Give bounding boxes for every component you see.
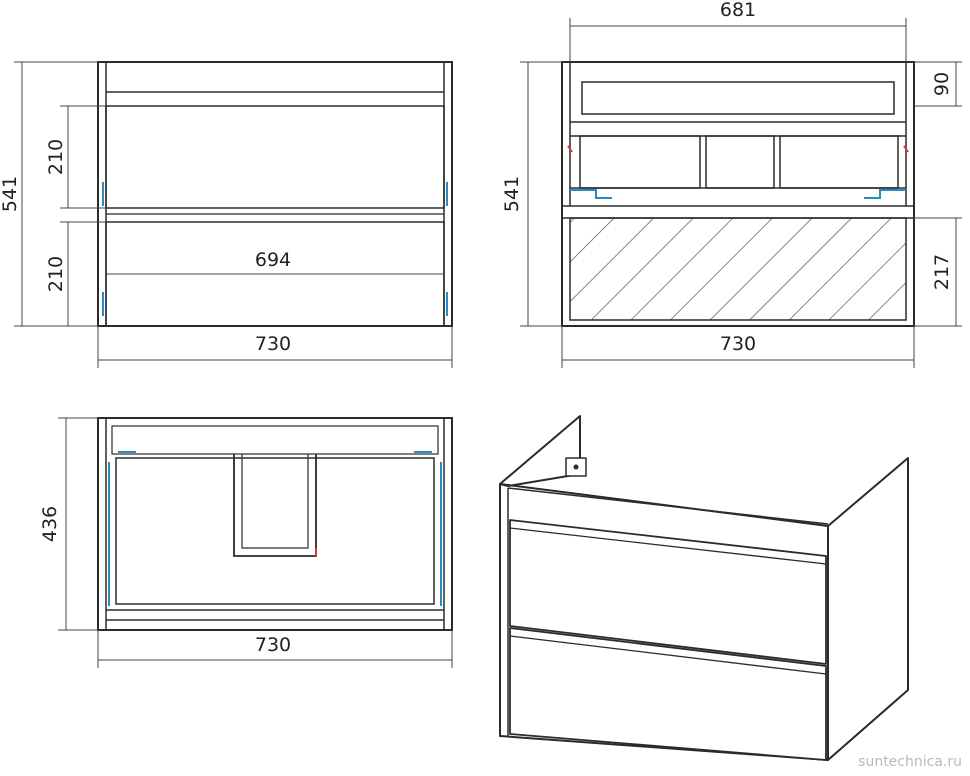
- front-outline: [97, 61, 453, 327]
- back-top-width-label: 681: [720, 0, 756, 21]
- top-dimensions: [58, 417, 453, 668]
- back-overall-width-label: 730: [720, 333, 756, 355]
- iso-drawer-bottom: [509, 627, 827, 761]
- top-outline: [97, 417, 453, 631]
- back-view: [561, 61, 915, 327]
- back-hatched-panel: [569, 217, 907, 321]
- back-height-label: 541: [501, 176, 523, 212]
- isometric-view: [499, 415, 909, 761]
- front-dimensions: [14, 61, 453, 368]
- front-drawer-bottom-height-label: 210: [45, 256, 67, 292]
- front-overall-width-label: 730: [255, 333, 291, 355]
- back-bottom-height-label: 217: [931, 254, 953, 290]
- back-outline: [561, 61, 915, 327]
- front-inner-width-label: 694: [255, 249, 291, 271]
- front-drawer-top: [105, 105, 445, 209]
- back-dimensions: [520, 18, 962, 368]
- front-view: [97, 61, 453, 327]
- front-drawer-top-height-label: 210: [45, 139, 67, 175]
- iso-drawer-top: [509, 519, 827, 665]
- top-view: [97, 417, 453, 631]
- front-height-label: 541: [0, 176, 21, 212]
- top-overall-width-label: 730: [255, 634, 291, 656]
- top-depth-label: 436: [39, 506, 61, 542]
- watermark: suntechnica.ru: [858, 754, 962, 770]
- back-top-offset-label: 90: [931, 72, 953, 96]
